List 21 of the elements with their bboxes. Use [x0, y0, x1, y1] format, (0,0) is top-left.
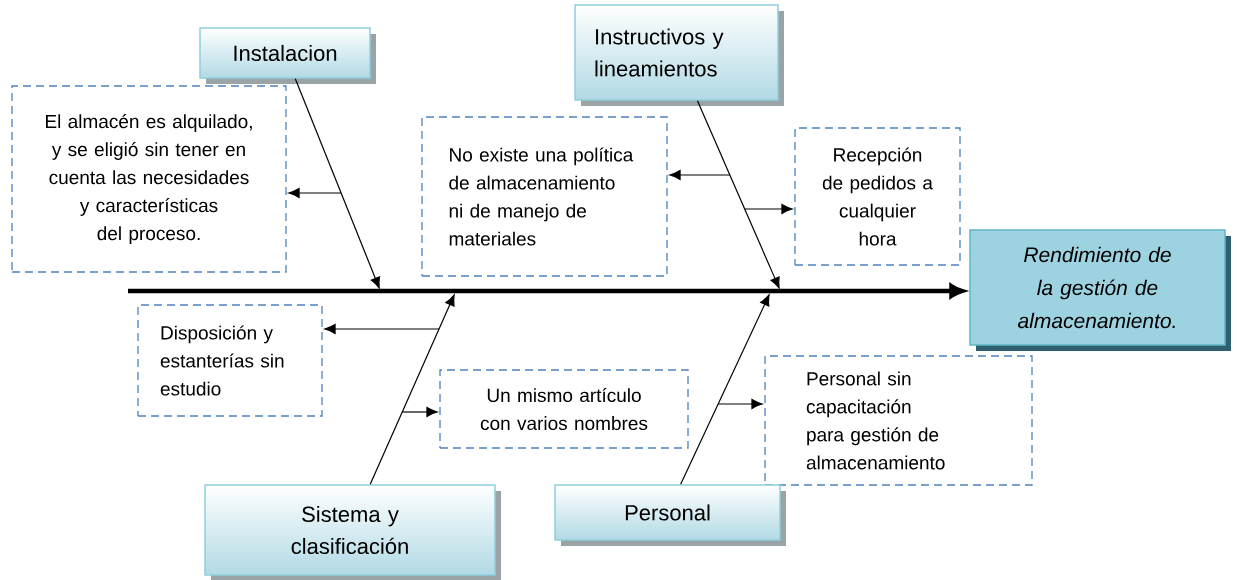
cause-box: No existe una política de almacenamiento ni de manejo de materiales: [421, 116, 668, 277]
arrow: [369, 294, 455, 485]
arrow: [401, 407, 438, 417]
cause-box: El almacén es alquilado, y se eligió sin tener en cuenta las necesidades y características del proceso.: [11, 85, 287, 273]
arrow: [717, 399, 763, 409]
category-box: Sistema y clasificación: [204, 484, 501, 580]
arrow: [696, 100, 780, 289]
category-box: Instalacion: [199, 27, 376, 84]
category-box: Personal: [554, 484, 786, 546]
effect-box: Rendimiento de la gestión de almacenamiento.: [969, 229, 1231, 351]
arrow: [669, 170, 731, 180]
arrow: [288, 188, 342, 198]
category-box: Instructivos y lineamientos: [574, 4, 784, 106]
cause-box: Recepción de pedidos a cualquier hora: [794, 127, 961, 266]
arrow: [744, 204, 793, 214]
cause-box: Un mismo artículo con varios nombres: [439, 369, 689, 449]
cause-box: Disposición y estanterías sin estudio: [137, 304, 323, 417]
arrow: [294, 78, 381, 289]
arrow: [680, 294, 770, 485]
arrow: [324, 324, 440, 334]
cause-box: Personal sin capacitación para gestión de almacenamiento: [764, 355, 1033, 486]
